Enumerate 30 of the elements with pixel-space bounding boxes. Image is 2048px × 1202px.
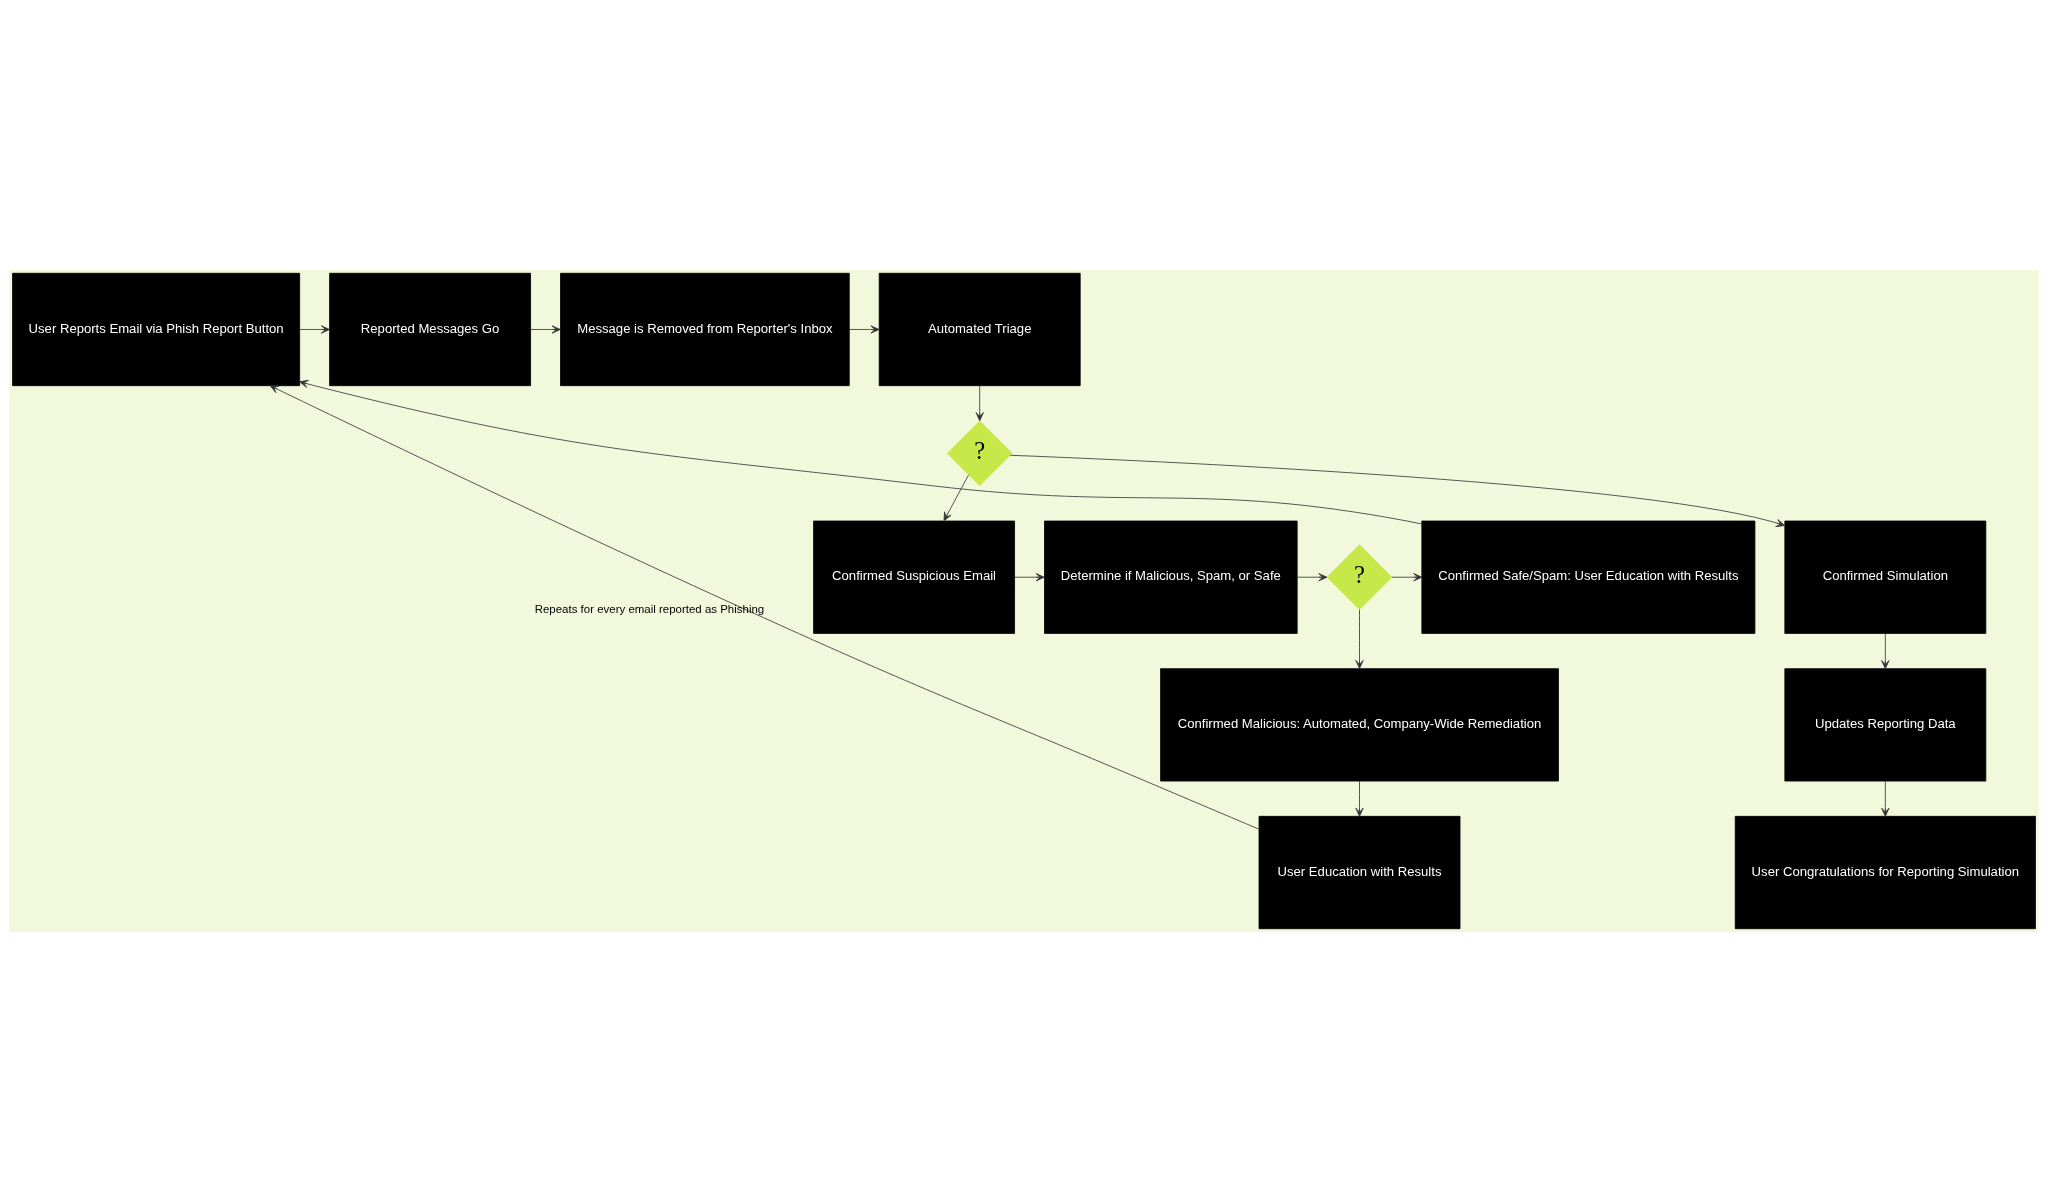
arrow [299, 379, 1423, 525]
node-box: User Reports Email via Phish Report Button [12, 272, 301, 387]
node-box: Confirmed Simulation [1784, 520, 1987, 634]
arrow [530, 325, 561, 334]
node-box: Determine if Malicious, Spam, or Safe [1044, 520, 1298, 634]
arrow [299, 325, 330, 334]
arrow [1009, 454, 1785, 527]
arrow [1296, 573, 1328, 582]
arrow [1014, 573, 1045, 582]
arrow [1881, 780, 1890, 817]
arrow [975, 385, 984, 422]
edge-label: Repeats for every email reported as Phishing [534, 603, 765, 616]
node-box: User Education with Results [1258, 815, 1461, 930]
node-box: Confirmed Malicious: Automated, Company-Wide Remediation [1160, 668, 1559, 782]
arrow [1355, 780, 1364, 817]
arrow [943, 474, 969, 522]
node-box: Automated Triage [878, 272, 1081, 387]
node-box: Updates Reporting Data [1784, 668, 1987, 782]
node-box: Message is Removed from Reporter's Inbox [560, 272, 850, 387]
node-box: Reported Messages Go [329, 272, 531, 387]
node-diamond: ? [1326, 544, 1393, 610]
node-box: User Congratulations for Reporting Simulation [1734, 815, 2036, 930]
node-box: Confirmed Safe/Spam: User Education with Results [1421, 520, 1756, 634]
arrow [269, 385, 1260, 830]
arrow [1391, 573, 1423, 582]
arrow [848, 325, 880, 334]
node-diamond: ? [946, 420, 1013, 487]
arrow [1355, 609, 1364, 669]
node-box: Confirmed Suspicious Email [813, 520, 1015, 634]
arrow [1881, 633, 1890, 670]
